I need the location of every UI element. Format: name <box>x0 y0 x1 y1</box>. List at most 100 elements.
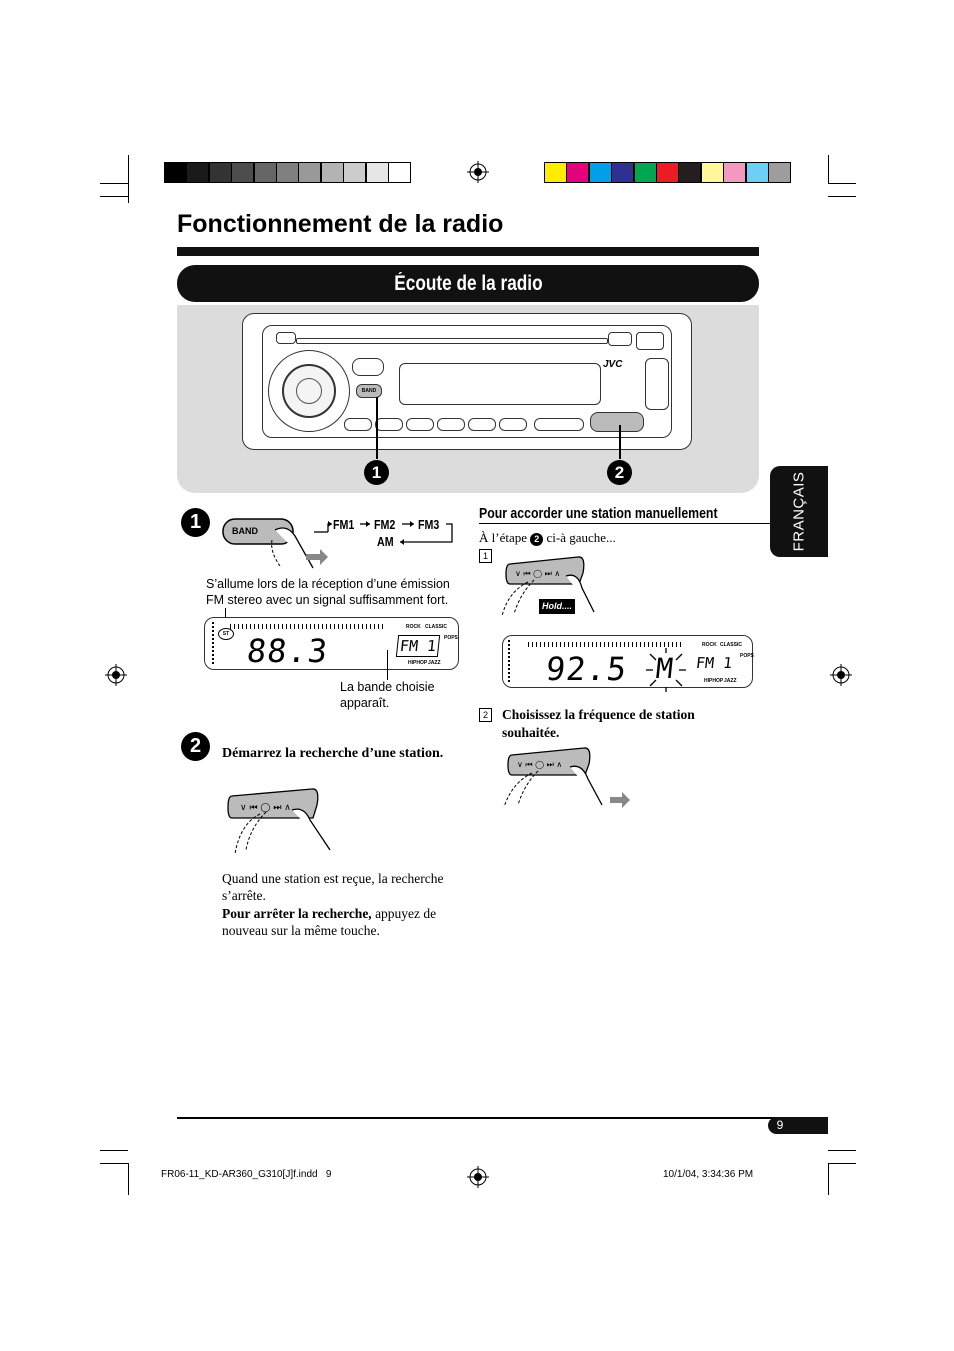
color-swatch <box>253 162 277 183</box>
color-swatch <box>186 162 210 183</box>
footer-timestamp: 10/1/04, 3:34:36 PM <box>663 1169 754 1180</box>
color-swatch <box>768 162 791 183</box>
band-am: AM <box>377 534 394 549</box>
hold-label: Hold.... <box>539 599 575 614</box>
registration-target-icon <box>467 161 489 183</box>
preset-button-2 <box>375 418 403 431</box>
language-tab-label: FRANÇAIS <box>790 471 808 552</box>
source-button <box>352 358 384 376</box>
aux-input <box>534 418 584 431</box>
band-note: La bande choisie apparaît. <box>340 680 435 710</box>
band-key-label: BAND <box>232 526 258 536</box>
color-swatch <box>678 162 702 183</box>
footer-rule <box>177 1117 828 1119</box>
color-swatch <box>320 162 344 183</box>
lcd-bar <box>212 622 214 666</box>
st-indicator: ST <box>218 628 234 640</box>
brand-logo: JVC <box>603 359 623 370</box>
color-swatch <box>365 162 389 183</box>
color-swatch <box>231 162 255 183</box>
band-fm3: FM3 <box>418 517 440 532</box>
color-swatch <box>276 162 299 183</box>
color-swatch <box>388 162 411 183</box>
color-swatch <box>566 162 590 183</box>
section-banner <box>177 265 759 302</box>
cd-slot <box>296 338 608 344</box>
color-swatch <box>208 162 232 183</box>
manual-intro-suffix: ci-à gauche... <box>546 530 616 545</box>
lcd-label-pops: POPS <box>740 653 754 659</box>
lcd-label-jazz: JAZZ <box>428 660 441 666</box>
lcd-label-hiphop: HIPHOP <box>408 660 428 666</box>
seek-button <box>590 412 644 432</box>
lcd-label-rock: ROCK <box>702 642 717 648</box>
side-panel <box>645 358 669 410</box>
step-2-result: Quand une station est reçue, la recherch… <box>222 871 444 903</box>
color-swatch <box>343 162 367 183</box>
lcd-label-rock: ROCK <box>406 624 421 630</box>
callout-1: 1 <box>364 460 389 485</box>
step-1-badge: 1 <box>181 508 210 537</box>
knob-center <box>296 378 322 404</box>
page-title: Fonctionnement de la radio <box>177 210 504 238</box>
stop-note-bold: Pour arrêter la recherche, <box>222 906 372 921</box>
page-number: 9 <box>776 1118 784 1132</box>
manual-heading: Pour accorder une station manuellement <box>479 505 718 522</box>
lcd-label-pops: POPS <box>444 635 458 641</box>
section-title: Écoute de la radio <box>393 271 543 295</box>
step-2-stop-note: Pour arrêter la recherche, appuyez de no… <box>222 905 457 939</box>
seek-press-illustration-1: ∨ ⏮ ◯ ⏭ ∧ <box>227 788 331 855</box>
svg-text:∨ ⏮ ◯ ⏭ ∧: ∨ ⏮ ◯ ⏭ ∧ <box>240 803 291 813</box>
blinking-rays-icon <box>646 648 686 692</box>
lcd-label-classic: CLASSIC <box>720 642 742 648</box>
seek-hold-illustration: ∨ ⏮ ◯ ⏭ ∧ <box>501 556 595 617</box>
manual-heading-wrap: Pour accorder une station manuellement <box>479 505 770 524</box>
svg-text:∨ ⏮ ◯ ⏭ ∧: ∨ ⏮ ◯ ⏭ ∧ <box>517 760 562 769</box>
language-tab <box>770 466 828 557</box>
callout-line-1 <box>376 397 378 459</box>
eject-button <box>608 332 632 346</box>
footer-file: FR06-11_KD-AR360_G310[J]f.indd 9 <box>161 1169 332 1180</box>
preset-button-6 <box>499 418 527 431</box>
color-swatch <box>588 162 612 183</box>
color-swatch <box>611 162 635 183</box>
substep-2-marker: 2 <box>479 708 492 722</box>
band-button: BAND <box>356 384 382 398</box>
substep-1-marker: 1 <box>479 549 492 563</box>
step-2-instruction: Démarrez la recherche d’une station. <box>222 746 444 761</box>
manual-intro-prefix: À l’étape <box>479 530 528 545</box>
lcd-band-2: FM 1 <box>695 654 734 672</box>
color-swatch <box>656 162 679 183</box>
svg-text:∨ ⏮ ◯ ⏭ ∧: ∨ ⏮ ◯ ⏭ ∧ <box>515 569 560 578</box>
callout-line-2 <box>619 425 621 459</box>
color-swatch <box>633 162 657 183</box>
color-swatch <box>298 162 322 183</box>
stop-note-rest: appuyez de nouveau sur la même touche. <box>222 906 437 938</box>
level-meter <box>230 624 385 629</box>
preset-button-3 <box>406 418 434 431</box>
lcd-bar <box>508 640 510 684</box>
display-window <box>399 363 601 405</box>
preset-button-1 <box>344 418 372 431</box>
band-callout-line <box>387 650 388 680</box>
band-fm2: FM2 <box>374 517 396 532</box>
manual-intro: À l’étape 2 ci-à gauche... <box>479 530 616 546</box>
manual-step-ref: 2 <box>530 533 544 546</box>
preset-button-5 <box>468 418 496 431</box>
lcd-label-hiphop: HIPHOP <box>704 678 724 684</box>
color-swatch <box>723 162 747 183</box>
lcd-label-classic: CLASSIC <box>425 624 447 630</box>
color-swatch <box>700 162 724 183</box>
substep-2-text: Choisissez la fréquence de station souha… <box>502 707 695 740</box>
registration-target-icon <box>830 664 852 686</box>
band-press-illustration <box>222 518 453 569</box>
lcd-mode-indicator: M <box>654 652 675 685</box>
color-swatch <box>164 162 187 183</box>
power-button <box>636 332 664 350</box>
level-meter <box>528 642 683 647</box>
callout-2: 2 <box>607 460 632 485</box>
registration-target-icon <box>467 1166 489 1188</box>
registration-target-icon <box>105 664 127 686</box>
color-swatch <box>544 162 567 183</box>
color-swatch <box>745 162 769 183</box>
